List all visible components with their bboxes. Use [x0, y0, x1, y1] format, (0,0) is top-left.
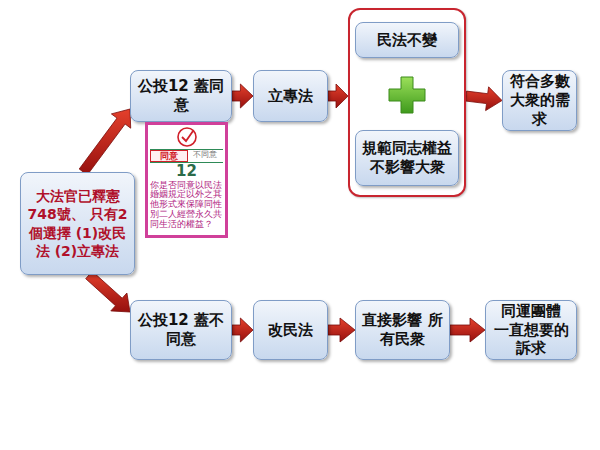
flow-arrow [232, 84, 253, 108]
process-box: 立專法 [253, 70, 328, 122]
flow-arrow [450, 318, 485, 342]
flow-arrow [86, 271, 130, 312]
ballot-text: 同意 [150, 150, 188, 162]
ballot-text: 你是否同意以民法婚姻規定以外之其他形式來保障同性別二人經營永久共同生活的權益？ [150, 181, 223, 230]
node-label: 大法官已釋憲 748號、 只有2個選擇 (1)改民法 (2)立專法 [26, 187, 129, 260]
node-label: 直接影響 所有民衆 [361, 311, 444, 349]
flow-arrow [79, 109, 131, 175]
group-frame: 民法不變規範同志權益 不影響大衆 [348, 8, 466, 197]
process-box: 符合多數 大衆的需求 [502, 70, 577, 131]
process-box: 公投12 蓋不同意 [130, 300, 232, 360]
process-box: 公投12 蓋同意 [130, 70, 232, 122]
process-box: 直接影響 所有民衆 [355, 300, 450, 360]
node-label: 立專法 [268, 87, 313, 106]
process-box: 規範同志權益 不影響大衆 [355, 130, 459, 186]
node-label: 公投12 蓋不同意 [136, 311, 226, 349]
plus-sign [387, 75, 427, 115]
node-label: 民法不變 [377, 31, 437, 50]
check-mark [172, 125, 202, 149]
ballot-row: 同意不同意 [150, 149, 223, 163]
ballot-text: 不同意 [188, 150, 224, 162]
ballot-card: 同意不同意12你是否同意以民法婚姻規定以外之其他形式來保障同性別二人經營永久共同… [145, 122, 228, 238]
node-label: 同運團體 一直想要的 訴求 [491, 302, 571, 358]
process-box: 大法官已釋憲 748號、 只有2個選擇 (1)改民法 (2)立專法 [20, 172, 135, 275]
node-label: 改民法 [268, 321, 313, 340]
node-label: 符合多數 大衆的需求 [508, 72, 571, 128]
ballot-text: 12 [176, 163, 197, 180]
process-box: 改民法 [253, 300, 328, 360]
process-box: 民法不變 [355, 22, 459, 58]
node-label: 公投12 蓋同意 [136, 77, 226, 115]
flow-arrow [328, 84, 348, 108]
flow-arrow [328, 318, 355, 342]
node-label: 規範同志權益 不影響大衆 [361, 139, 453, 177]
flow-arrow [232, 318, 253, 342]
process-box: 同運團體 一直想要的 訴求 [485, 300, 577, 360]
flow-arrow [465, 87, 502, 111]
